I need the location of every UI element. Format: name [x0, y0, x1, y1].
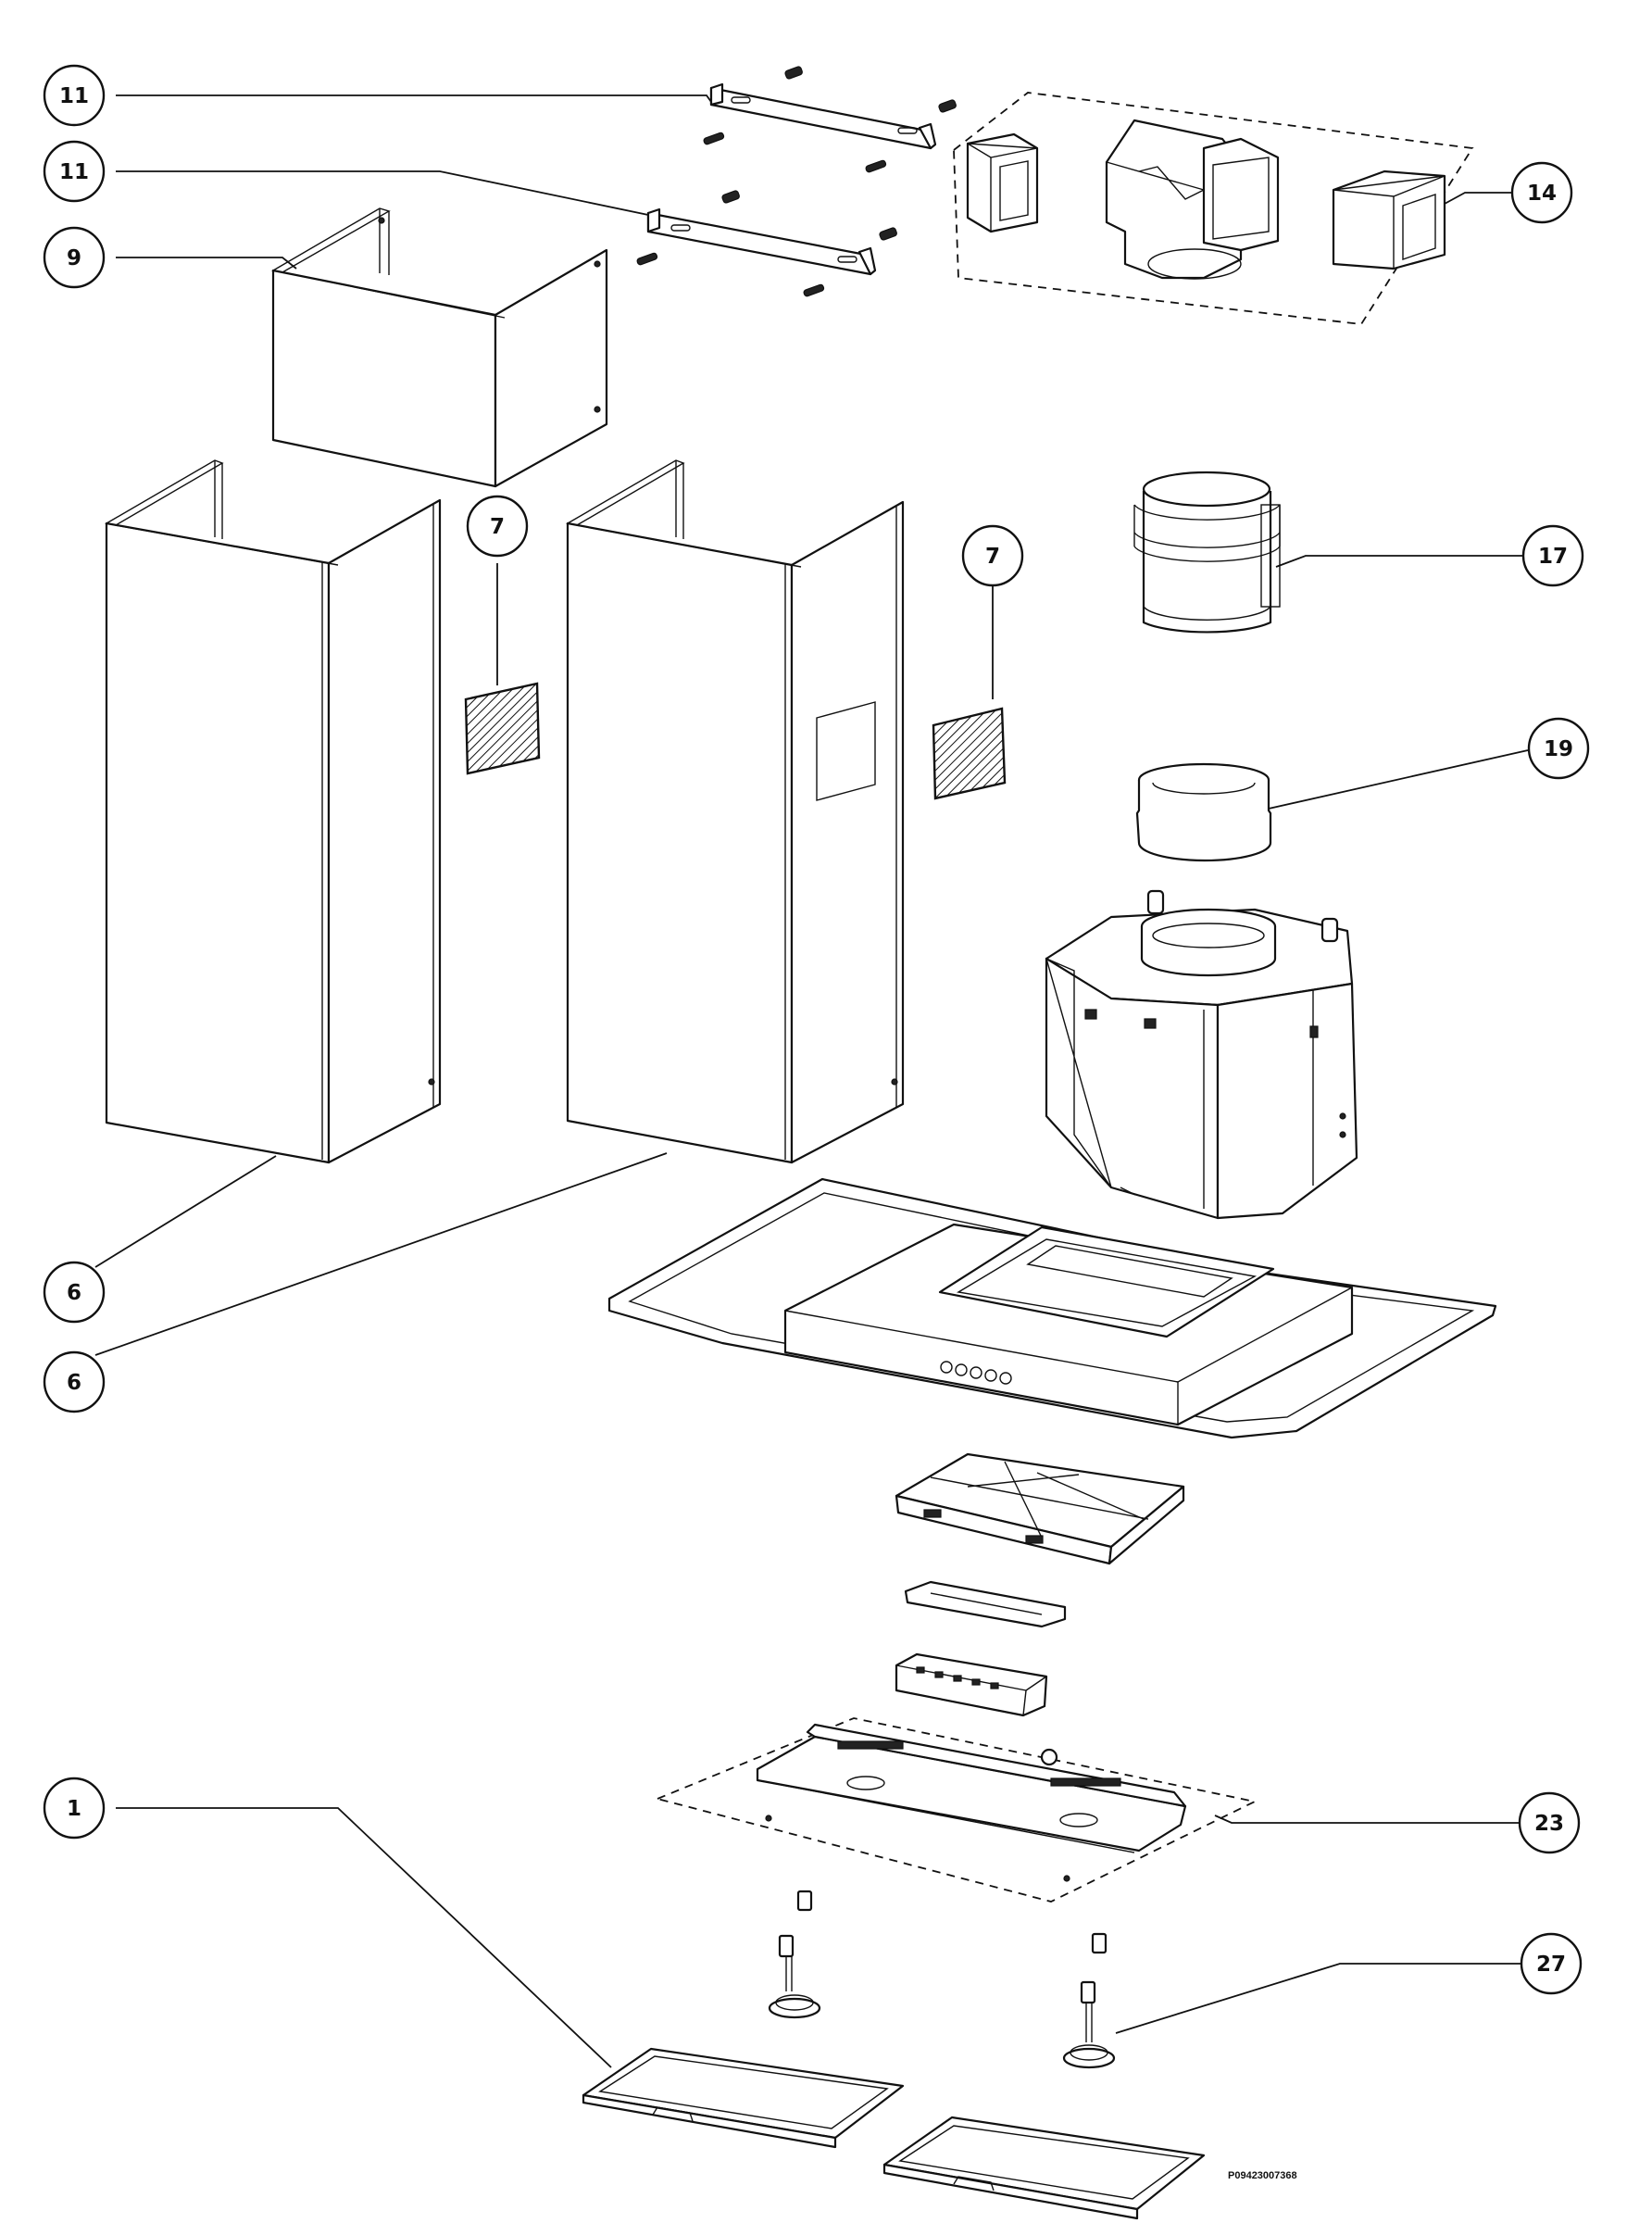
chimney-panel-right — [566, 459, 905, 1164]
callout-11-lower: 11 — [43, 140, 106, 203]
lighting-mount-assembly — [655, 1717, 1258, 1903]
duct-reducer — [1135, 762, 1272, 862]
metal-grease-filter-left — [582, 2047, 905, 2149]
blower-motor-housing — [1045, 889, 1358, 1220]
hood-canopy — [607, 1177, 1497, 1439]
callout-19: 19 — [1527, 717, 1590, 780]
bracket-lower — [636, 190, 897, 297]
svg-text:14: 14 — [1527, 182, 1557, 206]
duct-adapter-set — [953, 92, 1474, 325]
charcoal-filter — [895, 1452, 1185, 1565]
bracket-upper — [703, 66, 957, 173]
svg-text:11: 11 — [59, 84, 89, 108]
callout-14: 14 — [1510, 161, 1573, 224]
callout-9: 9 — [43, 226, 106, 289]
svg-text:9: 9 — [67, 246, 81, 270]
halogen-lamp-left — [768, 1934, 821, 2019]
svg-text:6: 6 — [67, 1371, 81, 1395]
svg-text:6: 6 — [67, 1281, 81, 1305]
svg-text:19: 19 — [1544, 737, 1573, 761]
callout-7-right: 7 — [961, 524, 1024, 587]
control-buttons — [940, 1361, 1012, 1385]
grease-filter-pad-left — [464, 682, 541, 775]
metal-grease-filter-right — [882, 2116, 1206, 2220]
svg-text:27: 27 — [1536, 1953, 1566, 1977]
svg-text:7: 7 — [985, 545, 1000, 569]
document-code: P09423007368 — [1228, 2170, 1297, 2181]
svg-text:1: 1 — [67, 1797, 81, 1821]
leader-lines — [94, 94, 1529, 2068]
upper-chimney-cover — [271, 207, 608, 488]
callout-27: 27 — [1520, 1932, 1583, 1995]
svg-text:11: 11 — [59, 160, 89, 184]
callout-6-lower: 6 — [43, 1350, 106, 1413]
callout-23: 23 — [1518, 1791, 1581, 1854]
svg-text:7: 7 — [490, 515, 505, 539]
mounting-plate — [904, 1580, 1067, 1628]
halogen-lamp-right — [1062, 1980, 1116, 2069]
callout-7-left: 7 — [466, 495, 529, 558]
grease-filter-pad-right — [932, 707, 1007, 800]
callout-17: 17 — [1521, 524, 1584, 587]
callout-6-upper: 6 — [43, 1261, 106, 1324]
chimney-panel-left — [105, 459, 442, 1164]
svg-text:23: 23 — [1534, 1812, 1564, 1836]
lamp-clip-left — [796, 1890, 813, 1912]
control-board — [895, 1652, 1048, 1717]
callout-11-upper: 11 — [43, 64, 106, 127]
duct-collar — [1133, 471, 1281, 634]
svg-text:17: 17 — [1538, 545, 1568, 569]
callout-1: 1 — [43, 1777, 106, 1840]
lamp-clip-right — [1091, 1932, 1108, 1954]
